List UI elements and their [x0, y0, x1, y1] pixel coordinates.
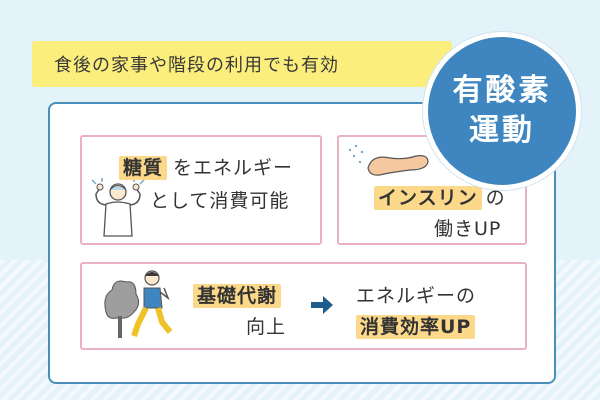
- badge-line2: 運動: [469, 113, 535, 148]
- sugar-highlight: 糖質: [119, 156, 168, 180]
- card3-right-line2: 消費効率UP: [356, 312, 476, 339]
- banner-text: 食後の家事や階段の利用でも有効: [54, 55, 339, 76]
- card3-left-line1: 基礎代謝: [193, 281, 282, 308]
- card1-line1-rest: をエネルギー: [173, 157, 294, 179]
- aerobic-badge: 有酸素 運動: [423, 32, 581, 190]
- pancreas-icon: [344, 140, 434, 186]
- strong-man-icon: [88, 178, 148, 244]
- card2-line2: 働きUP: [434, 218, 502, 240]
- card2-line1: インスリンの: [374, 183, 506, 210]
- metabolism-highlight: 基礎代謝: [193, 284, 282, 308]
- card1-line2: として消費可能: [150, 190, 290, 212]
- banner: 食後の家事や階段の利用でも有効: [32, 41, 452, 87]
- walking-man-icon: [100, 266, 180, 350]
- card2-line1-rest: の: [485, 187, 506, 209]
- card3-right-line1: エネルギーの: [356, 285, 477, 307]
- arrow-right-icon: [311, 296, 333, 318]
- badge-line1: 有酸素: [452, 73, 552, 108]
- efficiency-highlight: 消費効率UP: [356, 315, 476, 339]
- card3-left-line2: 向上: [246, 316, 287, 338]
- insulin-highlight: インスリン: [374, 186, 482, 210]
- card1-line1: 糖質をエネルギー: [119, 153, 293, 180]
